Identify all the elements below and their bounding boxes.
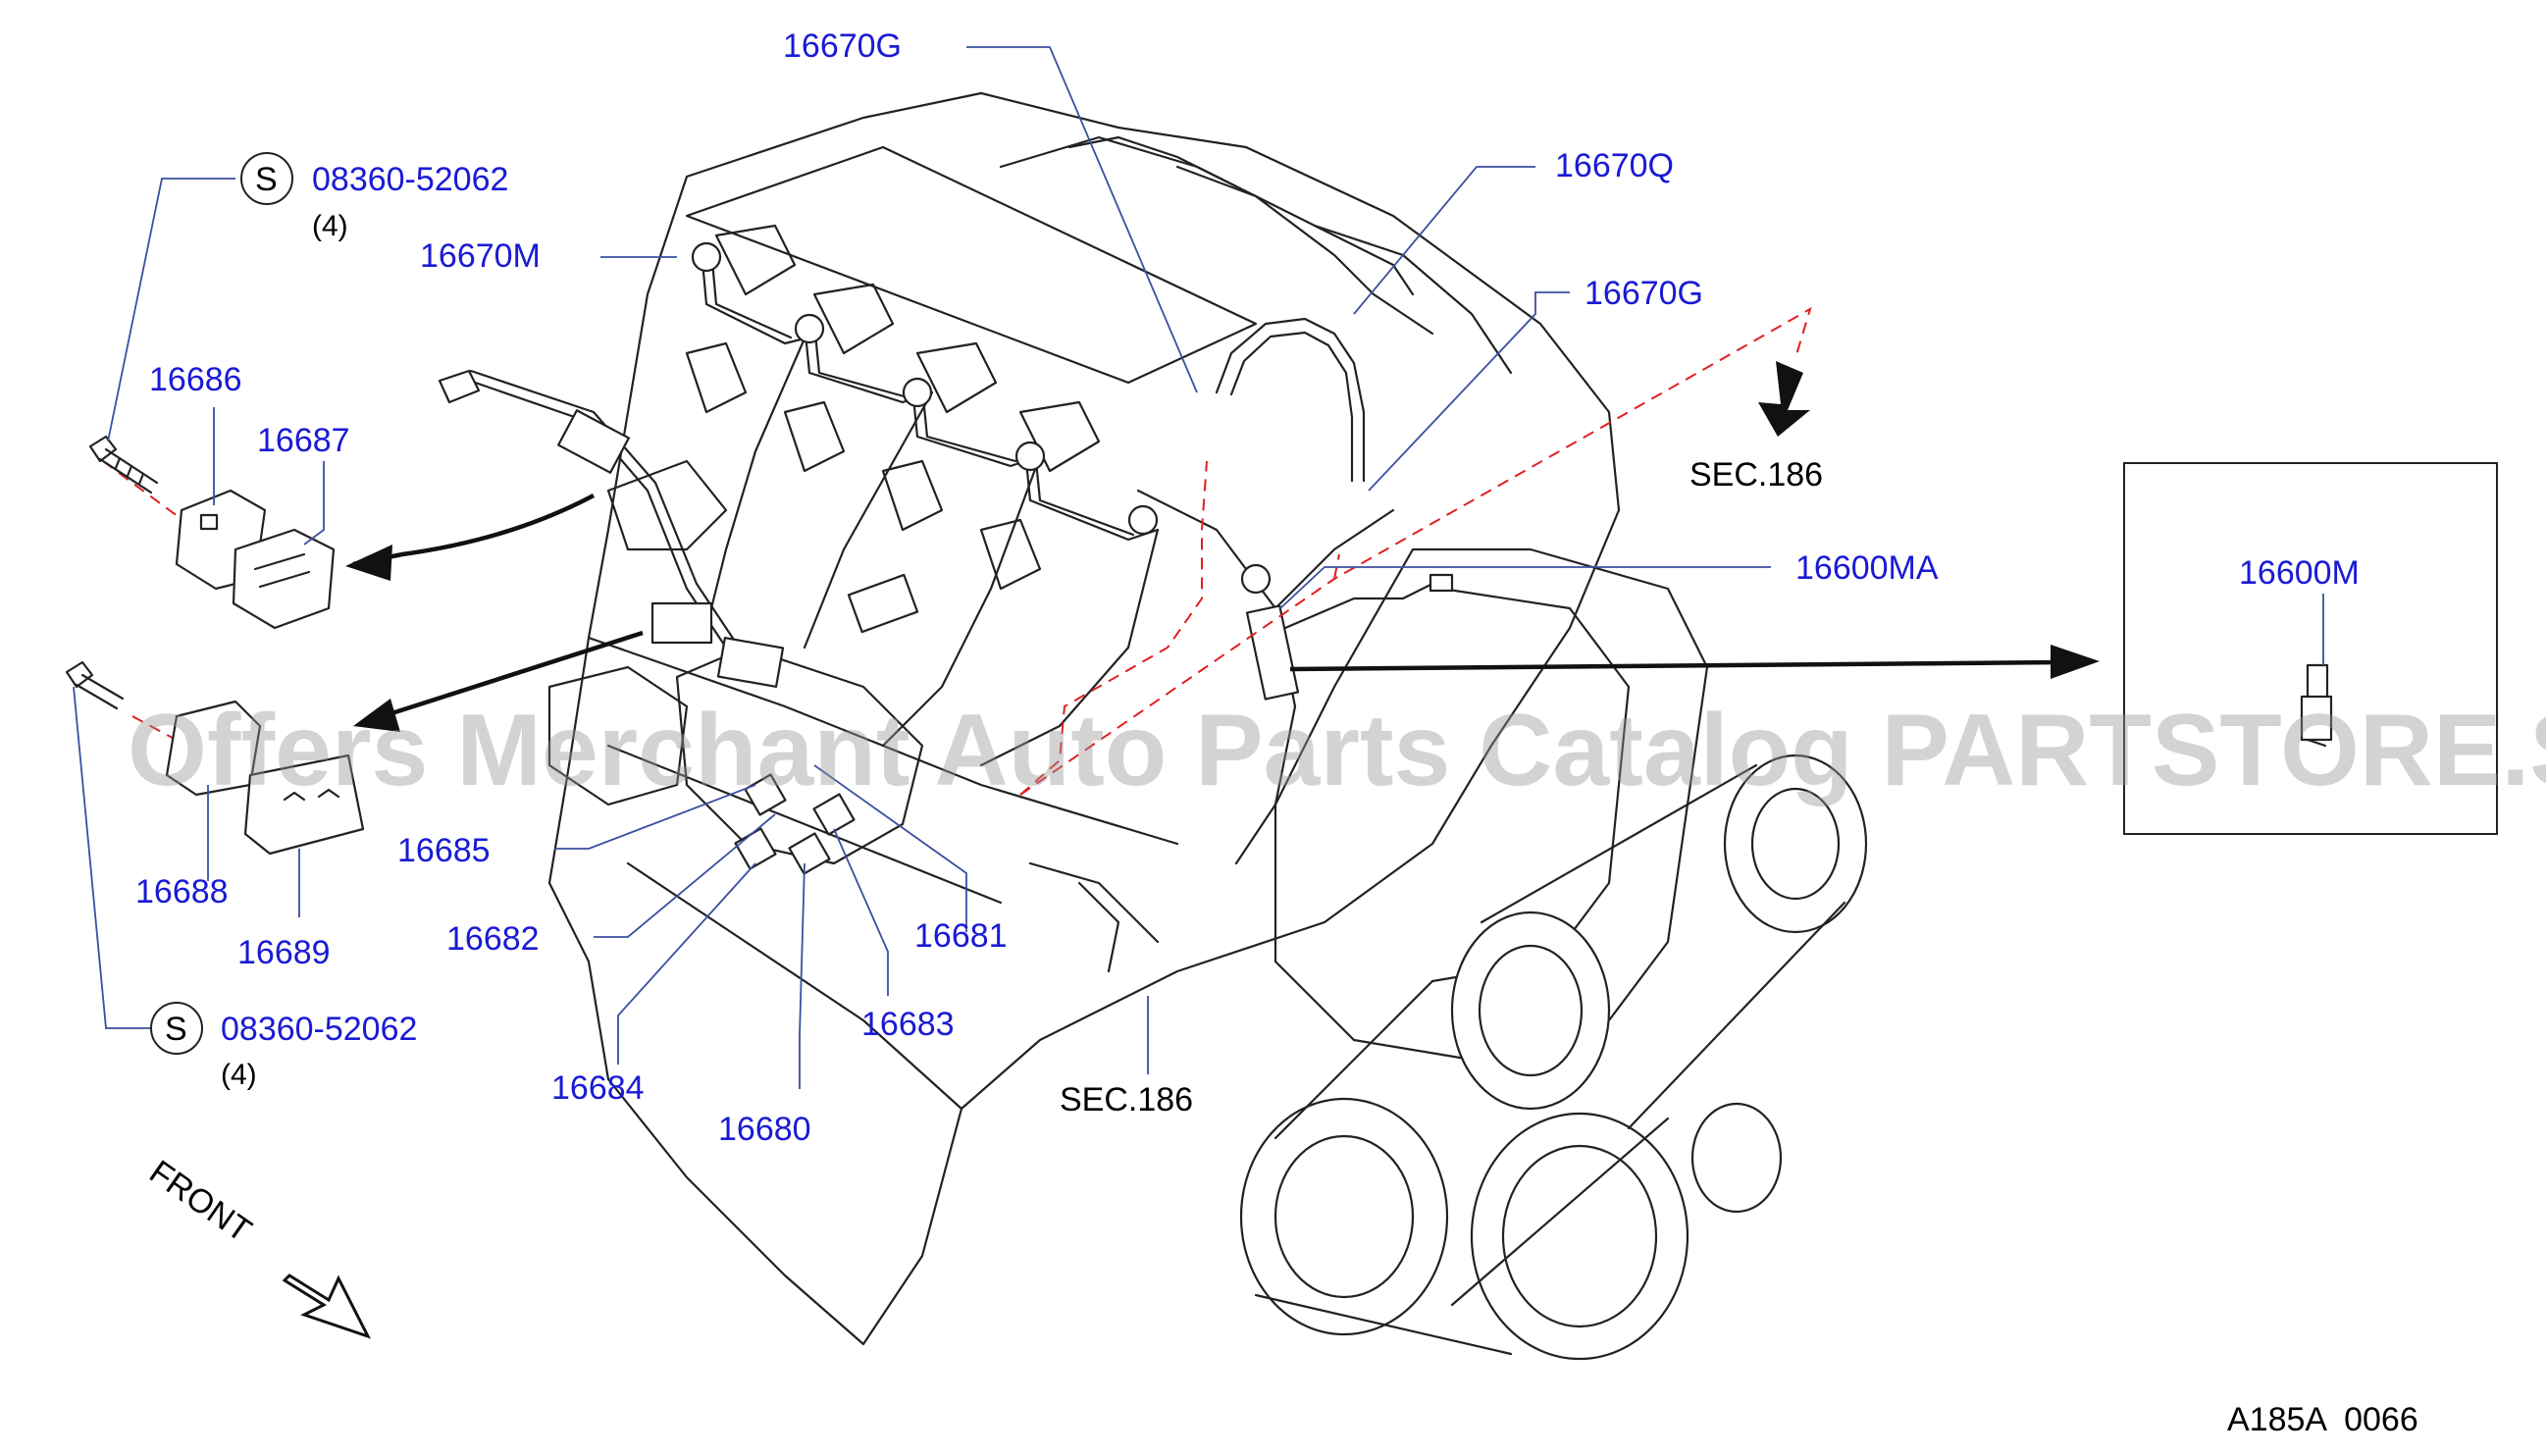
std-part-code-bottom-label[interactable]: 08360-52062 [221, 1011, 417, 1048]
part-16688-label[interactable]: 16688 [135, 873, 229, 910]
front-arrow-icon [282, 1274, 372, 1339]
part-16682-label[interactable]: 16682 [446, 920, 540, 958]
part-16600MA-label[interactable]: 16600MA [1795, 549, 1939, 587]
part-16687-label[interactable]: 16687 [257, 422, 350, 459]
standard-symbol-bottom: S [165, 1011, 187, 1048]
solenoid-16600M [2300, 663, 2333, 748]
front-label: FRONT [142, 1153, 258, 1249]
part-16681-label[interactable]: 16681 [914, 917, 1008, 955]
part-16680-label[interactable]: 16680 [718, 1111, 811, 1148]
watermark: Offers Merchant Auto Parts Catalog PARTS… [128, 694, 2546, 807]
std-part-qty-top: (4) [312, 210, 348, 242]
standard-part-icon-bottom [150, 1002, 203, 1055]
bracket-16689 [243, 754, 365, 856]
bolt-bottom [65, 660, 125, 710]
bracket-16687 [232, 528, 336, 630]
part-16670Q-label[interactable]: 16670Q [1555, 147, 1674, 184]
standard-symbol-top: S [255, 161, 278, 198]
pointer-arrows [282, 361, 2100, 1339]
part-16670M-label[interactable]: 16670M [420, 237, 541, 275]
part-16686-label[interactable]: 16686 [149, 361, 242, 398]
detail-inset-frame [2123, 462, 2498, 835]
part-16670G-right-label[interactable]: 16670G [1585, 275, 1703, 312]
std-part-qty-bottom: (4) [221, 1059, 257, 1091]
sec-186-bottom-label[interactable]: SEC.186 [1060, 1081, 1193, 1118]
diagram-code: A185A 0066 [2227, 1401, 2418, 1438]
part-16670G-top-label[interactable]: 16670G [783, 27, 902, 65]
part-16689-label[interactable]: 16689 [237, 934, 331, 971]
part-16683-label[interactable]: 16683 [861, 1006, 955, 1043]
standard-part-icon-top [240, 152, 293, 205]
bolt-top [88, 435, 159, 494]
part-16685-label[interactable]: 16685 [397, 832, 491, 869]
fittings-group [734, 773, 856, 875]
std-part-code-top-label[interactable]: 08360-52062 [312, 161, 508, 198]
part-16600M-label[interactable]: 16600M [2239, 554, 2360, 592]
part-16684-label[interactable]: 16684 [551, 1069, 645, 1107]
engine-drawing [438, 91, 1868, 1361]
leader-lines [73, 46, 2324, 1089]
sec-186-top-label[interactable]: SEC.186 [1689, 456, 1823, 494]
